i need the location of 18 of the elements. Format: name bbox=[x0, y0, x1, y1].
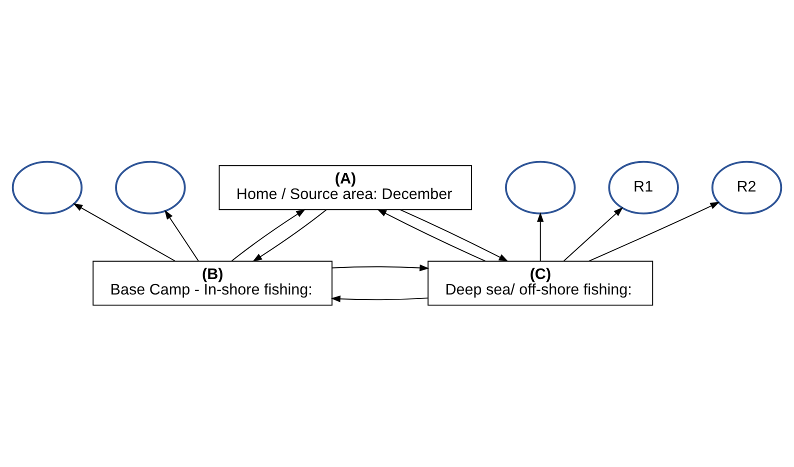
arrow bbox=[252, 209, 327, 262]
arrow bbox=[588, 202, 720, 262]
arrow bbox=[332, 264, 430, 272]
arrow bbox=[330, 296, 428, 302]
arrow bbox=[73, 203, 176, 262]
node-box: (A) Home / Source area: December bbox=[218, 165, 472, 210]
node-ellipse: R2 bbox=[711, 160, 782, 214]
node-box: (C) Deep sea/ off-shore fishing: bbox=[428, 260, 654, 306]
node-circle bbox=[115, 160, 186, 214]
arrow bbox=[164, 210, 199, 262]
arrow bbox=[400, 209, 508, 262]
node-ellipse: R1 bbox=[608, 160, 679, 214]
node-circle bbox=[505, 160, 576, 214]
arrow bbox=[376, 208, 486, 262]
arrow bbox=[563, 207, 624, 262]
arrow bbox=[537, 212, 544, 262]
node-box: (B) Base Camp - In-shore fishing: bbox=[92, 260, 332, 306]
arrow bbox=[231, 208, 306, 262]
